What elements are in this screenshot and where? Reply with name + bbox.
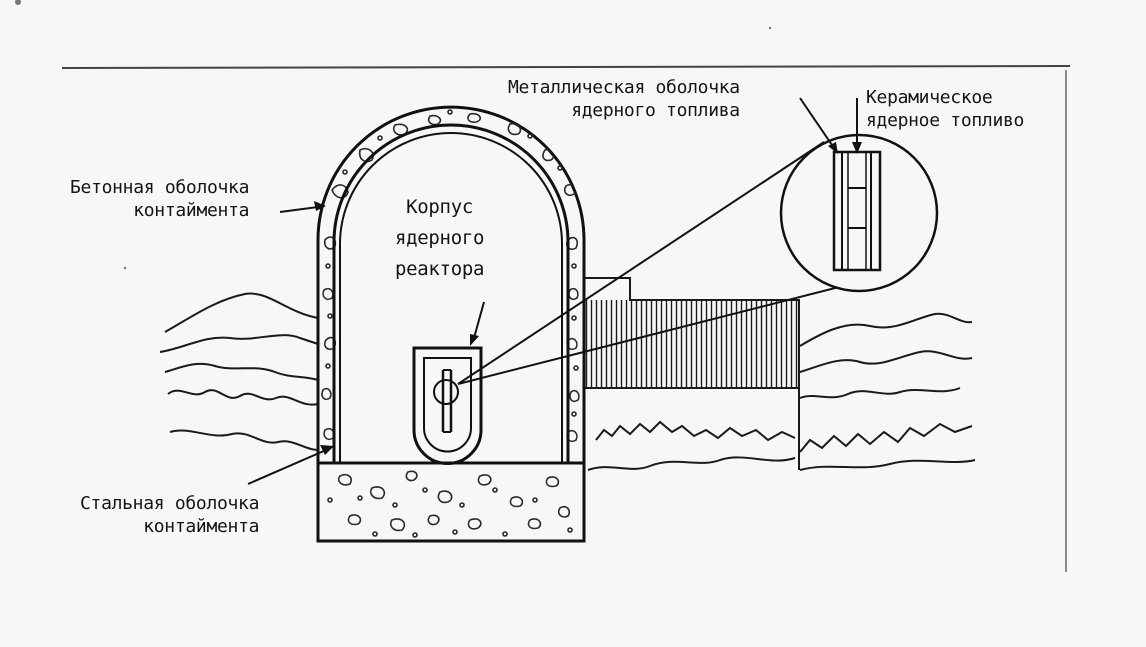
label-concrete-shell: Бетонная оболочка контаймента (70, 176, 249, 222)
label-ceramic-fuel-line2: ядерное топливо (866, 110, 1025, 131)
foundation (316, 461, 586, 543)
label-reactor-vessel-line1: Корпус (406, 196, 473, 218)
fuel-label-arrows (799, 97, 862, 154)
label-concrete-shell-line1: Бетонная оболочка (70, 177, 250, 198)
label-steel-shell-line2: контаймента (143, 516, 260, 537)
label-reactor-vessel-line2: ядерного (395, 227, 485, 249)
label-reactor-vessel: Корпус ядерного реактора (395, 192, 484, 285)
reactor-label-arrow (470, 301, 485, 346)
label-ceramic-fuel-line1: Керамическое (866, 87, 993, 108)
magnification-beam (457, 141, 907, 385)
label-metal-cladding-line2: ядерного топлива (571, 100, 740, 121)
label-ceramic-fuel: Керамическое ядерное топливо (866, 86, 1024, 132)
fuel-magnifier (779, 133, 939, 293)
label-concrete-shell-line2: контаймента (133, 200, 250, 221)
steel-shell-inner (339, 132, 563, 463)
label-steel-shell: Стальная оболочка контаймента (80, 492, 259, 538)
shell-label-arrows (247, 201, 334, 485)
frame-top-line (61, 65, 1071, 69)
reactor-vessel (412, 346, 483, 465)
concrete-shell (316, 105, 586, 465)
label-reactor-vessel-line3: реактора (395, 258, 485, 280)
auxiliary-building (584, 277, 800, 470)
landscape-hills (159, 292, 976, 471)
label-steel-shell-line1: Стальная оболочка (80, 493, 260, 514)
label-metal-cladding: Металлическая оболочка ядерного топлива (508, 76, 740, 122)
scan-specks (15, 0, 772, 270)
steel-shell-outer (332, 123, 570, 463)
label-metal-cladding-line1: Металлическая оболочка (508, 77, 740, 98)
